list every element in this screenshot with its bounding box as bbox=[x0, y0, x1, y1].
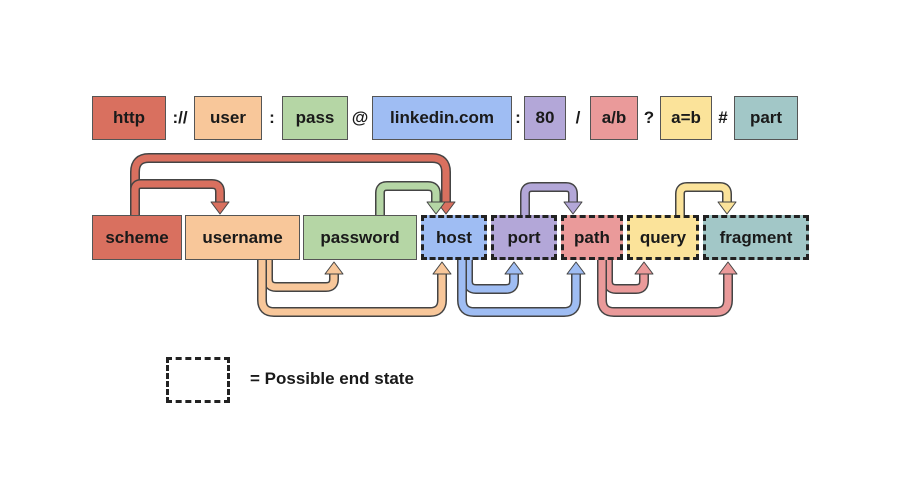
arrow-password-to-host bbox=[375, 181, 446, 215]
url-hash-separator: # bbox=[718, 108, 728, 127]
state-username: username bbox=[185, 215, 300, 260]
state-scheme: scheme bbox=[92, 215, 182, 260]
arrow-host-to-path bbox=[457, 260, 586, 317]
url-colon-separator-2: : bbox=[515, 108, 521, 127]
arrow-query-to-fragment bbox=[675, 182, 737, 215]
url-scheme-box: http bbox=[92, 96, 166, 140]
arrow-host-to-port bbox=[463, 260, 524, 294]
legend-text: = Possible end state bbox=[250, 369, 414, 388]
url-scheme-separator: :// bbox=[172, 108, 188, 127]
arrow-scheme-to-username bbox=[130, 179, 230, 215]
arrow-username-to-password bbox=[263, 260, 344, 292]
arrow-path-to-query bbox=[603, 260, 654, 294]
state-path: path bbox=[561, 215, 623, 260]
state-query: query bbox=[627, 215, 699, 260]
arrow-path-to-fragment bbox=[597, 260, 738, 317]
url-at-separator: @ bbox=[351, 108, 369, 127]
url-query-box: a=b bbox=[660, 96, 712, 140]
url-user-box: user bbox=[194, 96, 262, 140]
url-colon-separator-1: : bbox=[269, 108, 275, 127]
state-password: password bbox=[303, 215, 417, 260]
state-host: host bbox=[421, 215, 487, 260]
url-path-box: a/b bbox=[590, 96, 638, 140]
arrow-port-to-path bbox=[520, 182, 583, 215]
url-host-box: linkedin.com bbox=[372, 96, 512, 140]
state-fragment: fragment bbox=[703, 215, 809, 260]
state-port: port bbox=[491, 215, 557, 260]
legend-dashed-box bbox=[166, 357, 230, 403]
url-slash-separator: / bbox=[575, 108, 581, 127]
url-port-box: 80 bbox=[524, 96, 566, 140]
arrow-username-to-host bbox=[257, 260, 452, 317]
url-fragment-box: part bbox=[734, 96, 798, 140]
url-pass-box: pass bbox=[282, 96, 348, 140]
url-question-separator: ? bbox=[643, 108, 655, 127]
